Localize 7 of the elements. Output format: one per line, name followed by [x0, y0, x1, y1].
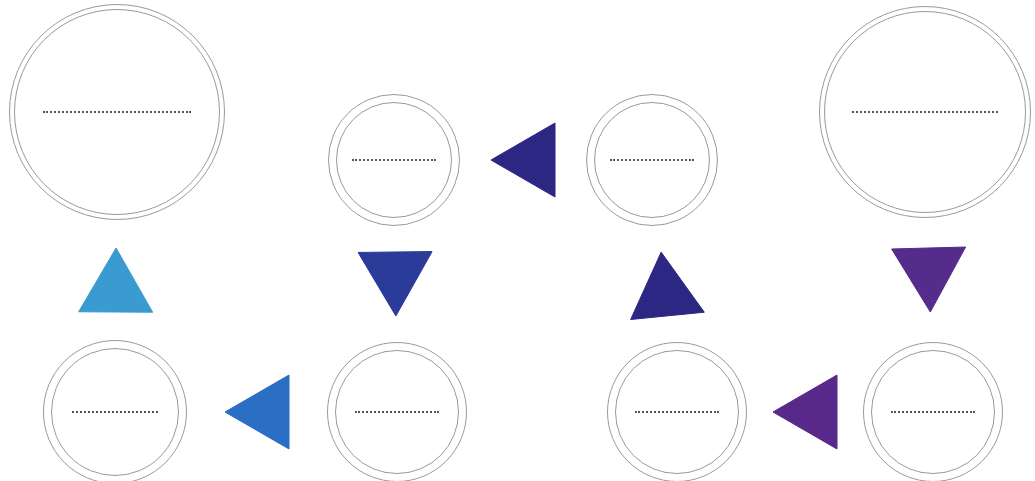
triangle-arrow: [891, 246, 967, 313]
triangle-arrow: [78, 247, 154, 313]
triangle-arrow: [772, 374, 838, 450]
triangle-arrow: [357, 251, 433, 317]
triangle-arrow: [224, 374, 290, 450]
triangle-arrow: [490, 122, 556, 198]
triangle-arrow: [630, 251, 705, 320]
